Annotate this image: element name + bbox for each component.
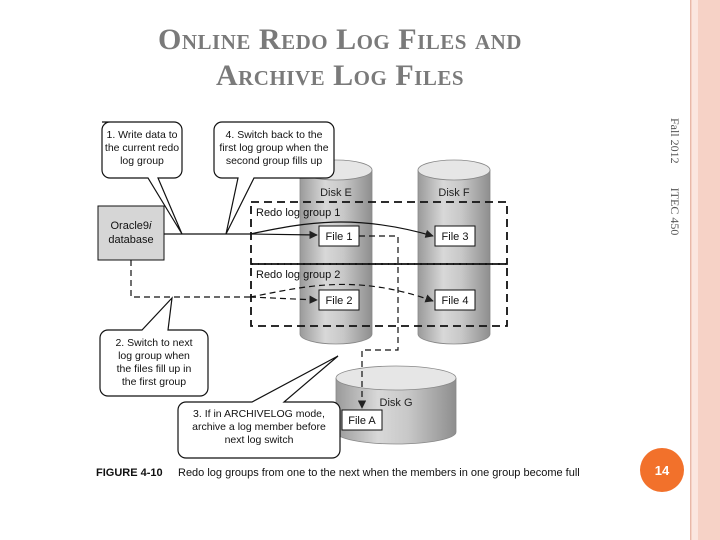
file-4-box: File 4 bbox=[434, 289, 476, 311]
file-3-label: File 3 bbox=[442, 231, 469, 243]
figure-caption: Redo log groups from one to the next whe… bbox=[178, 467, 580, 479]
file-a-label: File A bbox=[348, 415, 376, 427]
switch-arrow-file2 bbox=[249, 295, 318, 304]
switch-line bbox=[130, 260, 250, 298]
callout-3-line-1: 3. If in ARCHIVELOG mode, bbox=[193, 408, 325, 420]
oracle-database-box: Oracle9i database bbox=[97, 205, 165, 261]
redo-log-group-1-box bbox=[250, 201, 508, 265]
archive-arrow bbox=[357, 235, 399, 409]
page-number: 14 bbox=[654, 462, 670, 478]
right-decorative-stripe bbox=[692, 0, 698, 540]
callout-1-line-2: the current redo bbox=[105, 142, 179, 154]
callout-2-line-2: log group when bbox=[118, 350, 190, 362]
callout-2: 2. Switch to next log group when the fil… bbox=[99, 296, 209, 397]
file-2-box: File 2 bbox=[318, 289, 360, 311]
callout-4-line-2: first log group when the bbox=[219, 142, 328, 154]
file-1-box: File 1 bbox=[318, 225, 360, 247]
disk-g-label: Disk G bbox=[380, 397, 413, 409]
callout-1-line-1: 1. Write data to bbox=[106, 129, 177, 141]
write-arrow-file3 bbox=[249, 221, 434, 238]
disk-e-cylinder: Disk E bbox=[299, 159, 373, 345]
callout-3-line-2: archive a log member before bbox=[192, 421, 326, 433]
disk-g-cylinder: Disk G bbox=[335, 365, 457, 445]
title-line-2: Archive Log Files bbox=[215, 59, 465, 92]
right-border-line bbox=[690, 0, 691, 540]
side-note-text: Fall 2012 ITEC 450 bbox=[667, 118, 682, 235]
database-label-line-2: database bbox=[108, 234, 153, 246]
side-note-term: Fall 2012 bbox=[668, 118, 682, 164]
side-note: Fall 2012 ITEC 450 bbox=[664, 118, 684, 258]
side-note-course: ITEC 450 bbox=[668, 187, 682, 236]
callout-1: 1. Write data to the current redo log gr… bbox=[101, 121, 183, 235]
callout-3-line-3: next log switch bbox=[225, 434, 294, 446]
redo-log-group-2-label: Redo log group 2 bbox=[256, 269, 340, 281]
redo-log-diagram: Disk E Disk F Disk G Redo log group 1 Re… bbox=[96, 121, 580, 479]
callout-2-line-3: the files fill up in bbox=[117, 363, 192, 375]
slide-title: Online Redo Log Files and Archive Log Fi… bbox=[40, 22, 640, 94]
disk-f-label: Disk F bbox=[438, 187, 469, 199]
write-arrow-file1 bbox=[249, 230, 318, 240]
callout-4: 4. Switch back to the first log group wh… bbox=[213, 121, 335, 235]
callout-2-line-1: 2. Switch to next bbox=[115, 337, 192, 349]
file-2-label: File 2 bbox=[326, 295, 353, 307]
redo-log-group-1-label: Redo log group 1 bbox=[256, 207, 340, 219]
disk-e-label: Disk E bbox=[320, 187, 352, 199]
file-1-label: File 1 bbox=[326, 231, 353, 243]
callout-1-line-3: log group bbox=[120, 155, 164, 167]
database-label-line-1: Oracle9i bbox=[111, 220, 153, 232]
disk-f-cylinder: Disk F bbox=[417, 159, 491, 345]
redo-log-group-2-box bbox=[250, 263, 508, 327]
callout-4-line-1: 4. Switch back to the bbox=[226, 129, 323, 141]
callout-4-line-3: second group fills up bbox=[226, 155, 322, 167]
callout-3: 3. If in ARCHIVELOG mode, archive a log … bbox=[177, 355, 341, 459]
file-a-box: File A bbox=[341, 409, 383, 431]
title-line-1: Online Redo Log Files and bbox=[158, 23, 522, 56]
figure-label: FIGURE 4-10 bbox=[96, 467, 163, 479]
file-4-label: File 4 bbox=[442, 295, 469, 307]
callout-2-line-4: the first group bbox=[122, 376, 186, 388]
file-3-box: File 3 bbox=[434, 225, 476, 247]
switch-arrow-file4 bbox=[249, 283, 434, 303]
page-number-badge: 14 bbox=[640, 448, 684, 492]
